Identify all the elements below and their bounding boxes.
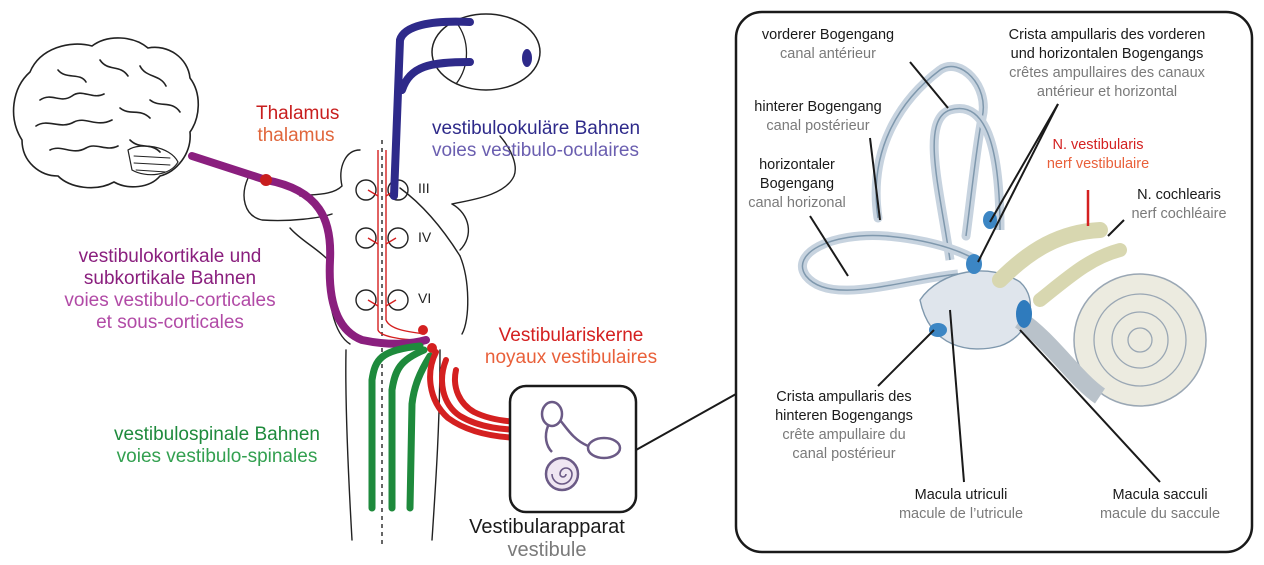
macula-sacculi-label: Macula sacculi macule du saccule	[1080, 486, 1240, 524]
nerve-III-label: III	[418, 180, 430, 196]
crista-posterior-label-de-2: hinteren Bogengangs	[754, 407, 934, 426]
vestibuloocular-label-de: vestibulookuläre Bahnen	[432, 118, 640, 140]
zoom-connector-line	[636, 394, 736, 450]
vestibular-nerve-label-fr: nerf vestibulaire	[1028, 155, 1168, 174]
macula-utriculi-label-fr: macule de l’utricule	[866, 505, 1056, 524]
crista-anterior-horizontal-label: Crista ampullaris des vorderen und horiz…	[972, 26, 1242, 101]
posterior-canal-label-fr: canal postérieur	[738, 117, 898, 136]
thalamus-label: Thalamus thalamus	[256, 103, 336, 147]
anterior-canal-label-de: vorderer Bogengang	[748, 26, 908, 45]
vestibular-nuclei-label-fr: noyaux vestibulaires	[456, 347, 686, 369]
vestibular-nuclei-label: Vestibulariskerne noyaux vestibulaires	[456, 325, 686, 369]
vestibular-apparatus-label-de: Vestibularapparat	[452, 516, 642, 539]
vestibular-nuclei-label-de: Vestibulariskerne	[456, 325, 686, 347]
vestibular-apparatus-label-fr: vestibule	[452, 539, 642, 562]
horizontal-canal-label: horizontaler Bogengang canal horizonal	[732, 156, 862, 213]
crista-posterior-label-de-1: Crista ampullaris des	[754, 388, 934, 407]
vestibulospinal-label: vestibulospinale Bahnen voies vestibulo-…	[72, 424, 362, 468]
thalamus-label-fr: thalamus	[256, 125, 336, 147]
crista-anterior-horizontal-label-de-1: Crista ampullaris des vorderen	[972, 26, 1242, 45]
cochlear-nerve-label: N. cochlearis nerf cochléaire	[1114, 186, 1244, 224]
posterior-canal-label-de: hinterer Bogengang	[738, 98, 898, 117]
horizontal-canal-label-de-1: horizontaler	[732, 156, 862, 175]
vestibulocortical-label-de-2: subkortikale Bahnen	[20, 268, 320, 290]
macula-utriculi-label-de: Macula utriculi	[866, 486, 1056, 505]
vestibulocortical-label-de-1: vestibulokortikale und	[20, 246, 320, 268]
crista-posterior-label-fr-1: crête ampullaire du	[754, 426, 934, 445]
crista-posterior-label: Crista ampullaris des hinteren Bogengang…	[754, 388, 934, 463]
brain-illustration	[14, 38, 199, 188]
vestibulocortical-label-fr-2: et sous-corticales	[20, 312, 320, 334]
cochlear-nerve-label-fr: nerf cochléaire	[1114, 205, 1244, 224]
crista-posterior-label-fr-2: canal postérieur	[754, 445, 934, 464]
vestibular-nerve-label-de: N. vestibularis	[1028, 136, 1168, 155]
horizontal-canal-label-de-2: Bogengang	[732, 175, 862, 194]
nerve-VI-label: VI	[418, 290, 431, 306]
cochlear-nerve-label-de: N. cochlearis	[1114, 186, 1244, 205]
nerve-IV-label: IV	[418, 229, 431, 245]
vestibulospinal-label-de: vestibulospinale Bahnen	[72, 424, 362, 446]
vestibulospinal-tract	[372, 346, 430, 508]
macula-sacculi-label-fr: macule du saccule	[1080, 505, 1240, 524]
vestibuloocular-label-fr: voies vestibulo-oculaires	[432, 140, 640, 162]
macula-utriculi-label: Macula utriculi macule de l’utricule	[866, 486, 1056, 524]
posterior-canal-label: hinterer Bogengang canal postérieur	[738, 98, 898, 136]
thalamus-label-de: Thalamus	[256, 103, 336, 125]
crista-anterior-horizontal-label-fr-2: antérieur et horizontal	[972, 83, 1242, 102]
crista-anterior-horizontal-label-fr-1: crêtes ampullaires des canaux	[972, 64, 1242, 83]
vestibulospinal-label-fr: voies vestibulo-spinales	[72, 446, 362, 468]
thalamus-node	[260, 174, 272, 186]
vestibular-nucleus-node	[418, 325, 428, 335]
vestibuloocular-label: vestibulookuläre Bahnen voies vestibulo-…	[432, 118, 640, 162]
vestibulocortical-label: vestibulokortikale und subkortikale Bahn…	[20, 246, 320, 333]
vestibular-apparatus-label: Vestibularapparat vestibule	[452, 516, 642, 562]
macula-sacculi-label-de: Macula sacculi	[1080, 486, 1240, 505]
anterior-canal-label: vorderer Bogengang canal antérieur	[748, 26, 908, 64]
vestibular-apparatus-box	[510, 386, 636, 512]
vestibular-nerve-label: N. vestibularis nerf vestibulaire	[1028, 136, 1168, 174]
vestibulocortical-label-fr-1: voies vestibulo-corticales	[20, 290, 320, 312]
anterior-canal-label-fr: canal antérieur	[748, 45, 908, 64]
horizontal-canal-label-fr: canal horizonal	[732, 194, 862, 213]
crista-anterior-horizontal-label-de-2: und horizontalen Bogengangs	[972, 45, 1242, 64]
